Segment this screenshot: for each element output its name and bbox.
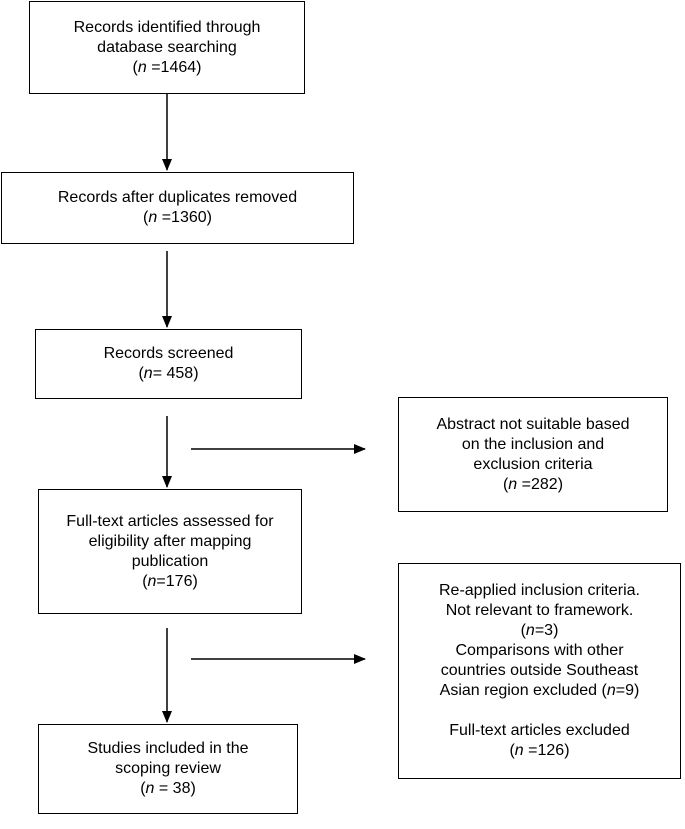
abstract-excluded-box: Abstract not suitable based on the inclu… (398, 397, 668, 512)
box-text-line: eligibility after mapping (88, 532, 252, 550)
box-text-line: Comparisons with other (455, 642, 624, 659)
box-count: (n =1464) (132, 58, 202, 76)
box-text-line: Full-text articles excluded (449, 722, 630, 739)
box-text-line: exclusion criteria (473, 455, 593, 473)
box-count: (n =1360) (143, 209, 212, 226)
fulltext-excluded-box: Re-applied inclusion criteria. Not relev… (398, 563, 681, 779)
box-count: (n= 458) (138, 365, 199, 382)
box-count: (n =126) (509, 742, 570, 759)
box-text-line: database searching (97, 38, 237, 56)
box-text-line: scoping review (115, 760, 221, 777)
box-text-line: countries outside Southeast (440, 662, 639, 679)
box-text-line: Records after duplicates removed (57, 189, 298, 206)
box-text-line: Records screened (103, 345, 234, 362)
box-count: (n =282) (502, 475, 564, 493)
studies-included-box: Studies included in the scoping review (… (38, 724, 298, 814)
records-screened-box: Records screened (n= 458) (35, 329, 302, 399)
records-identified-box: Records identified through database sear… (29, 1, 305, 94)
box-text-line: Not relevant to framework. (445, 602, 634, 619)
box-text-line: Asian region excluded (n=9) (439, 682, 640, 699)
records-after-duplicates-box: Records after duplicates removed (n =136… (1, 172, 354, 244)
box-text-line: Abstract not suitable based (436, 415, 630, 433)
box-text-line: on the inclusion and (461, 435, 605, 453)
fulltext-assessed-box: Full-text articles assessed for eligibil… (38, 489, 302, 614)
box-count: (n=3) (520, 622, 559, 639)
box-text-line: Studies included in the (87, 740, 249, 757)
box-text-line: Full-text articles assessed for (66, 512, 274, 530)
box-text-line: Records identified through (73, 18, 261, 36)
box-count: (n=176) (142, 572, 198, 590)
box-count: (n = 38) (140, 780, 196, 797)
box-text-line: Re-applied inclusion criteria. (439, 582, 640, 599)
box-text-line: publication (131, 552, 209, 570)
